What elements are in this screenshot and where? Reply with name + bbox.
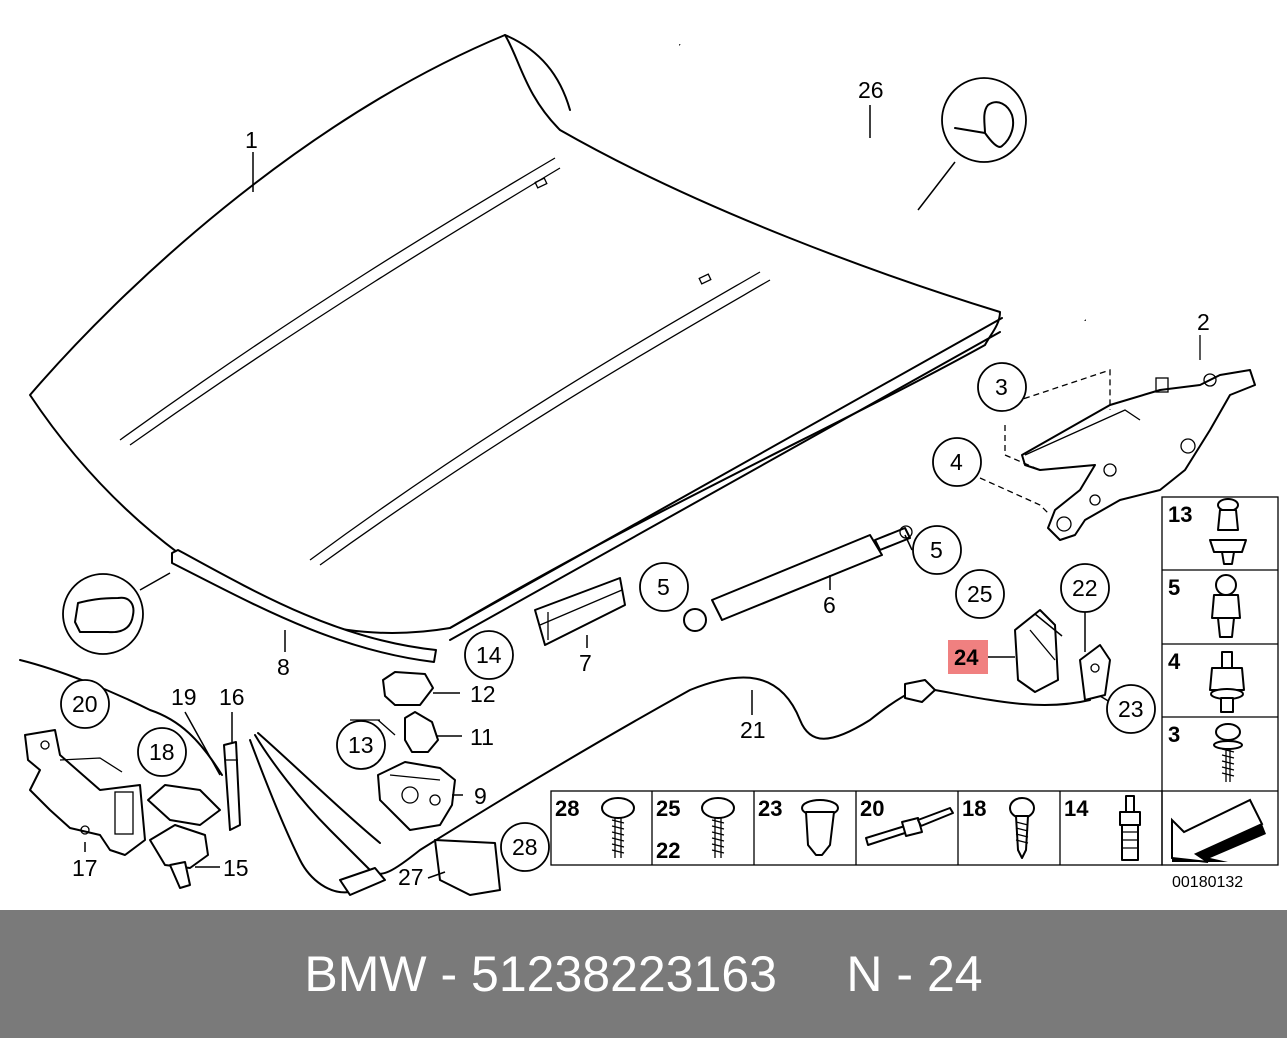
highlight-box	[948, 640, 988, 674]
legend-label-20: 20	[860, 796, 884, 821]
direction-arrow-icon	[1171, 798, 1266, 863]
legend-label-23: 23	[758, 796, 782, 821]
release-handle	[149, 824, 209, 889]
hex-bolt-washer-icon	[1209, 651, 1245, 713]
torx-screw-icon	[701, 797, 735, 858]
part-number: 51238223163	[471, 946, 777, 1002]
legend-label-22: 22	[656, 838, 680, 863]
legend-label-18: 18	[962, 796, 986, 821]
callout-24: 24	[954, 645, 979, 670]
position-label: N - 24	[846, 946, 983, 1002]
release-cable-main	[249, 676, 1091, 894]
callout-27: 27	[398, 864, 424, 890]
hood-panel	[29, 34, 1003, 641]
gas-strut	[683, 525, 913, 632]
callout-9: 9	[474, 783, 487, 809]
self-tapping-screw-icon	[1009, 797, 1035, 859]
latch-buffer	[382, 671, 434, 706]
callout-18: 18	[149, 739, 175, 765]
hood-hinge	[1021, 369, 1256, 541]
legend-label-25: 25	[656, 796, 680, 821]
callout-5a: 5	[657, 574, 670, 600]
callout-21: 21	[740, 717, 766, 743]
ball-stud-icon	[1211, 574, 1241, 638]
legend-label-4: 4	[1168, 649, 1181, 674]
callout-17: 17	[72, 855, 98, 881]
callout-16: 16	[219, 684, 245, 710]
cable-clip	[1079, 644, 1111, 701]
callout-3: 3	[995, 374, 1008, 400]
bowden-cable-holder	[223, 741, 241, 831]
callout-22: 22	[1072, 575, 1098, 601]
lock-lever	[147, 784, 221, 826]
legend-label-13: 13	[1168, 502, 1192, 527]
part-footer: BMW - 51238223163 N - 24	[0, 910, 1287, 1038]
brand-name: BMW	[304, 946, 427, 1002]
legend-label-14: 14	[1064, 796, 1089, 821]
legend-label-3: 3	[1168, 722, 1180, 747]
callout-25: 25	[967, 581, 993, 607]
callout-20: 20	[72, 691, 98, 717]
callout-8: 8	[277, 654, 290, 680]
spreading-rivet-icon	[1119, 795, 1141, 861]
hood-seal-rear	[678, 43, 1087, 322]
callout-14: 14	[476, 642, 502, 668]
seal-section-detail	[62, 572, 171, 655]
parts-diagram: 1 2 3 4 5 5 6 7 8 9 11 12 13 14 15 16 17…	[19, 34, 1279, 896]
callout-28: 28	[512, 834, 538, 860]
cable-bracket	[339, 839, 501, 896]
lock-bracket	[24, 729, 146, 856]
footer-text: BMW - 51238223163 N - 24	[0, 910, 1287, 1038]
hood-lock	[377, 761, 456, 831]
callout-labels: 1 2 3 4 5 5 6 7 8 9 11 12 13 14 15 16 17…	[60, 77, 1210, 890]
callout-26: 26	[858, 77, 884, 103]
hood-seal-front	[171, 549, 437, 663]
callout-13: 13	[348, 732, 374, 758]
drawing-number: 00180132	[1172, 874, 1243, 891]
spacer	[777, 945, 846, 1003]
cable-tie-icon	[865, 807, 954, 846]
legend-label-28: 28	[555, 796, 579, 821]
latch-spring-clip	[404, 711, 439, 753]
exploded-view: 1 2 3 4 5 5 6 7 8 9 11 12 13 14 15 16 17…	[19, 34, 1279, 896]
hood-rest-pad	[534, 577, 626, 646]
callout-23: 23	[1118, 696, 1144, 722]
legend-right-column: 13 5 4 3	[1161, 496, 1279, 866]
callout-1: 1	[245, 127, 258, 153]
seal-26-section-detail	[917, 77, 1027, 211]
pan-screw-icon	[601, 797, 635, 858]
callout-15: 15	[223, 855, 249, 881]
release-cable-front	[19, 659, 223, 776]
legend-bottom-row: 28 25 22 23 20 18 14	[550, 790, 1163, 866]
callout-2: 2	[1197, 309, 1210, 335]
callout-5b: 5	[930, 537, 943, 563]
separator: -	[426, 946, 472, 1002]
screw-washer-icon	[1213, 723, 1243, 782]
callout-6: 6	[823, 592, 836, 618]
callout-19: 19	[171, 684, 197, 710]
legend-label-5: 5	[1168, 575, 1180, 600]
callout-11: 11	[470, 724, 494, 750]
callout-7: 7	[579, 650, 592, 676]
callout-4: 4	[950, 449, 963, 475]
cable-support	[1014, 609, 1059, 693]
callout-12: 12	[470, 681, 496, 707]
clip-rivet-icon	[1209, 498, 1247, 565]
expanding-nut-icon	[801, 799, 839, 856]
